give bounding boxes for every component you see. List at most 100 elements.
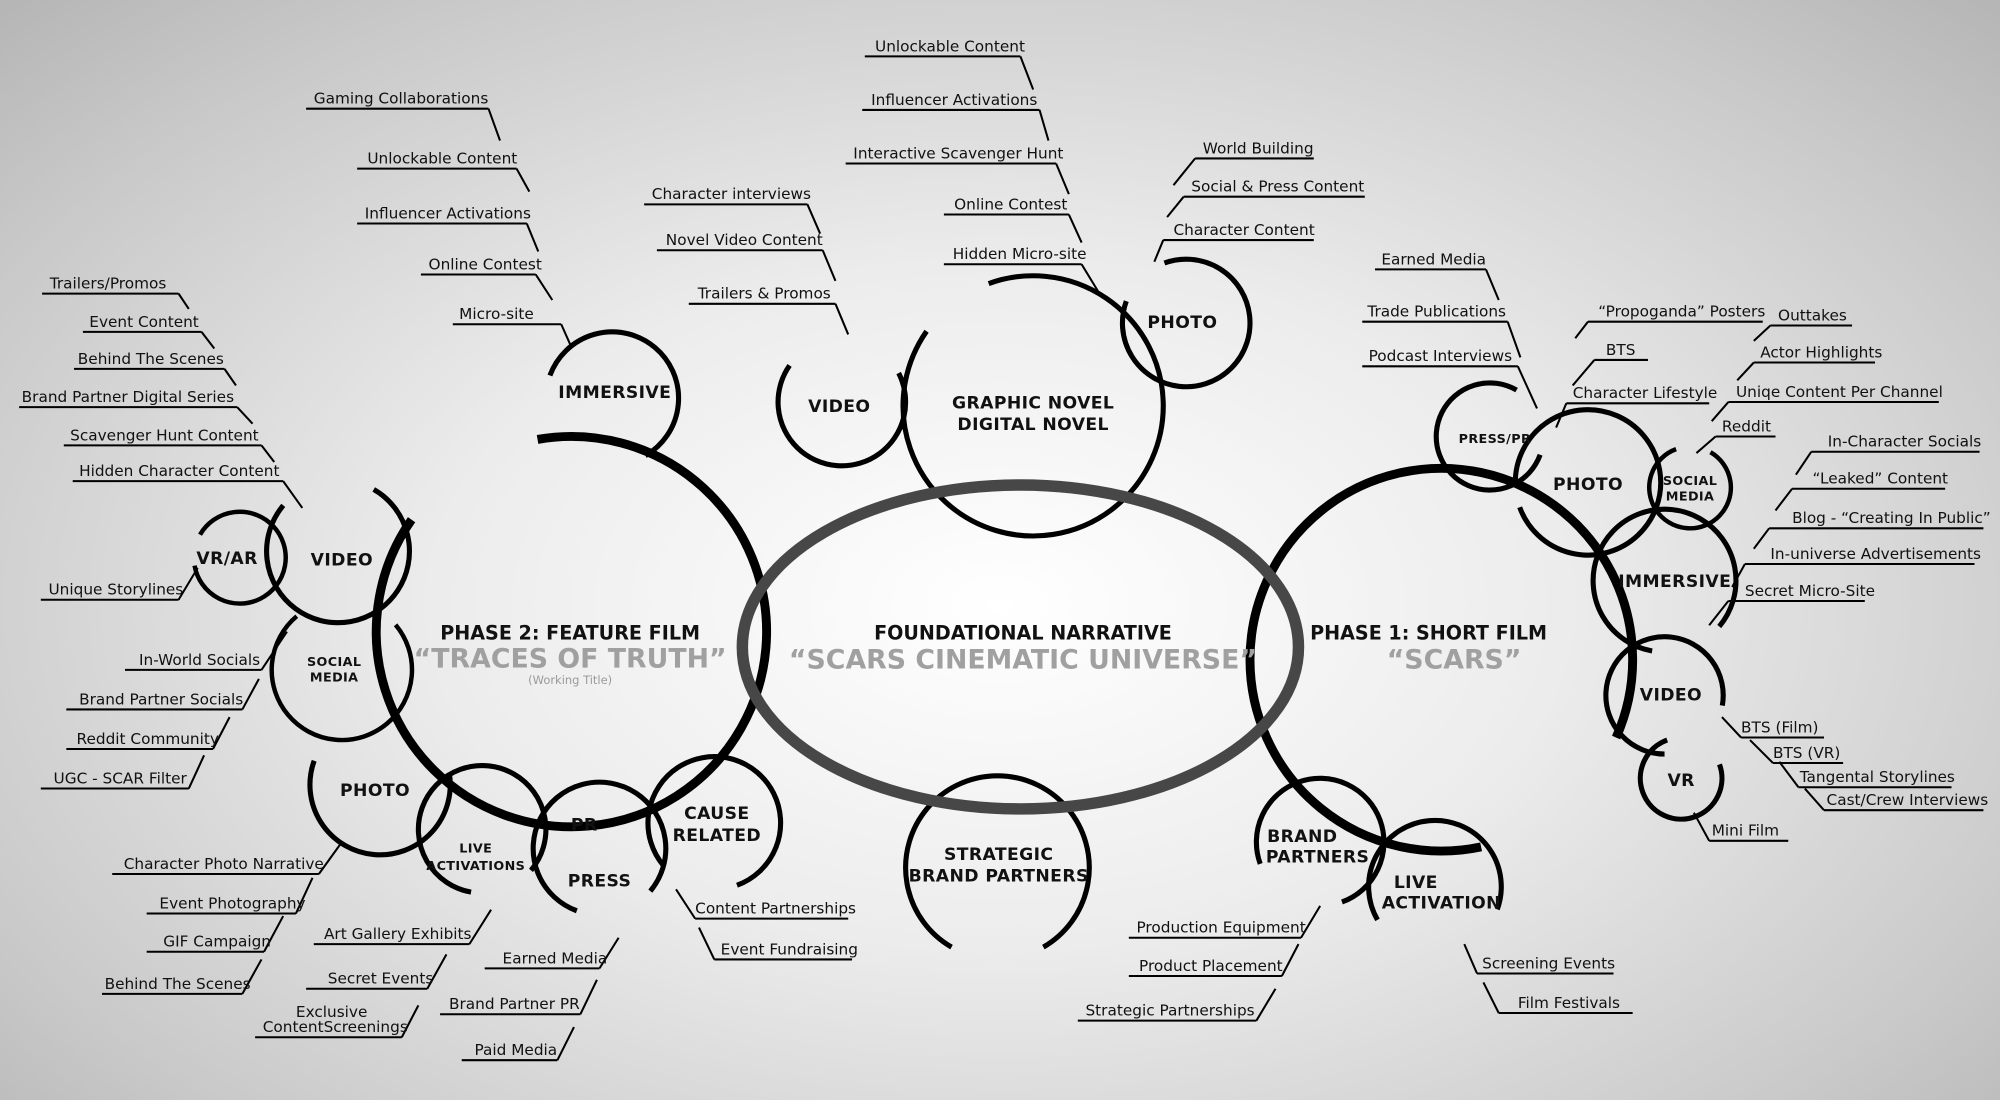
- node-label-p2-immersive: IMMERSIVE: [558, 383, 671, 403]
- leader-line: [125, 631, 288, 671]
- leader-line: [1710, 401, 1939, 422]
- leaf-label: Mini Film: [1712, 822, 1779, 840]
- leader-line: [72, 480, 304, 509]
- leader-line: [943, 263, 1101, 295]
- node-label-strategic: BRAND PARTNERS: [909, 867, 1089, 887]
- node-label-p2-cause: RELATED: [673, 826, 761, 846]
- leaf-label: Online Contest: [954, 195, 1067, 213]
- node-label-strategic: STRATEGIC: [944, 845, 1053, 865]
- leader-line: [1166, 195, 1365, 218]
- node-label-p1-brand: PARTNERS: [1266, 848, 1369, 868]
- leaf-label: Behind The Scenes: [78, 350, 224, 368]
- node-label-top-photo: PHOTO: [1147, 313, 1217, 333]
- leaf-label: Character interviews: [652, 185, 811, 203]
- node-label-graphic-novel: GRAPHIC NOVEL: [952, 393, 1114, 413]
- node-label-p1-brand: BRAND: [1267, 827, 1337, 847]
- leaf-label: Tangental Storylines: [1799, 768, 1955, 786]
- leader-line: [40, 567, 199, 601]
- leaf-label: Earned Media: [1381, 250, 1486, 268]
- leaf-label: Production Equipment: [1136, 919, 1305, 937]
- leader-line: [845, 162, 1070, 195]
- leader-line: [1362, 320, 1522, 358]
- leader-line: [1077, 988, 1277, 1022]
- leaf-label: Gaming Collaborations: [314, 90, 489, 108]
- leaf-label: Influencer Activations: [365, 204, 531, 222]
- phase1-circle: [1245, 463, 1638, 856]
- p2-immersive-circle: [547, 329, 682, 458]
- leaf-label: In-World Socials: [139, 651, 260, 669]
- leader-line: [420, 273, 554, 301]
- leaf-label: BTS (Film): [1741, 718, 1818, 736]
- leaf-label: Micro-site: [459, 305, 534, 323]
- p1-brand-circle: [1253, 775, 1387, 905]
- leader-line: [146, 915, 285, 953]
- leader-line: [943, 213, 1083, 244]
- leaf-label: Behind The Scenes: [105, 975, 251, 993]
- leader-line: [1362, 365, 1538, 409]
- leaf-label: Brand Partner Digital Series: [22, 388, 234, 406]
- leader-line: [1571, 358, 1648, 387]
- leaf-label: In-Character Socials: [1828, 433, 1981, 451]
- node-label-p1-press: PRESS/PR: [1459, 432, 1532, 447]
- leaf-label: Reddit Community: [77, 730, 219, 748]
- leader-line: [1804, 787, 1984, 812]
- leaf-label: Strategic Partnerships: [1085, 1002, 1254, 1020]
- node-label-p2-social: SOCIAL: [307, 655, 361, 670]
- node-label-p1-social: SOCIAL: [1663, 474, 1717, 489]
- leader-line: [357, 167, 531, 193]
- leader-line: [1708, 599, 1865, 626]
- p1-live-circle: [1366, 817, 1504, 922]
- leaf-label: Social & Press Content: [1191, 178, 1364, 196]
- leaf-label: Secret Micro-Site: [1745, 582, 1875, 600]
- leader-line: [112, 841, 343, 875]
- leaf-label: Paid Media: [474, 1041, 557, 1059]
- leader-line: [862, 108, 1050, 141]
- leaf-label: Brand Partner PR: [449, 995, 580, 1013]
- leader-line: [1721, 716, 1824, 739]
- leaf-label: In-universe Advertisements: [1770, 545, 1981, 563]
- leader-line: [864, 55, 1035, 90]
- leader-line: [1753, 527, 1984, 550]
- graphic-novel-circle: [900, 273, 1166, 539]
- leader-line: [1482, 981, 1633, 1015]
- leaf-label: Interactive Scavenger Hunt: [853, 144, 1063, 162]
- node-label-p1-social: MEDIA: [1666, 489, 1715, 504]
- leader-line: [440, 979, 598, 1016]
- node-label-p2-social: MEDIA: [310, 670, 359, 685]
- node-label-p1-video: VIDEO: [1640, 686, 1702, 706]
- leader-line: [688, 302, 850, 335]
- leaf-label: Unlockable Content: [875, 37, 1025, 55]
- leader-line: [1774, 487, 1946, 512]
- leader-line: [1375, 268, 1500, 301]
- leaf-label: Scavenger Hunt Content: [70, 426, 259, 444]
- leader-line: [306, 107, 501, 141]
- leaf-label: Actor Highlights: [1760, 343, 1882, 361]
- leader-line: [1731, 563, 1975, 588]
- leaf-label: Novel Video Content: [666, 231, 823, 249]
- leaf-label: “Leaked” Content: [1813, 470, 1949, 488]
- node-label-p1-live: ACTIVATION: [1382, 893, 1501, 913]
- leaf-label: Hidden Micro-site: [953, 245, 1087, 263]
- leader-line: [19, 406, 254, 425]
- leader-line: [1753, 324, 1853, 342]
- node-label-p2-pr: PRESS: [568, 872, 632, 892]
- leader-line: [1463, 943, 1614, 975]
- node-label-p1-vr: VR: [1667, 771, 1694, 791]
- leader-line: [644, 203, 822, 235]
- leaf-label: Screening Events: [1482, 954, 1615, 972]
- node-label-p1-immersive: IMMERSIVE: [1618, 572, 1731, 592]
- phase2-title: PHASE 2: FEATURE FILM: [440, 621, 700, 644]
- leader-line: [357, 222, 540, 252]
- leaf-label: ContentScreenings: [263, 1018, 408, 1036]
- leader-line: [73, 367, 237, 387]
- leader-line: [82, 330, 216, 350]
- p2-video-circle: [264, 487, 412, 626]
- leader-line: [66, 678, 260, 711]
- leader-line: [1778, 761, 1952, 789]
- leaf-label: “Propoganda” Posters: [1598, 303, 1765, 321]
- node-label-p2-live: ACTIVATIONS: [426, 859, 525, 874]
- strategic-circle: [903, 773, 1092, 950]
- p1-social-circle: [1647, 447, 1734, 531]
- leader-line: [1128, 943, 1300, 978]
- node-label-p2-photo: PHOTO: [340, 781, 410, 801]
